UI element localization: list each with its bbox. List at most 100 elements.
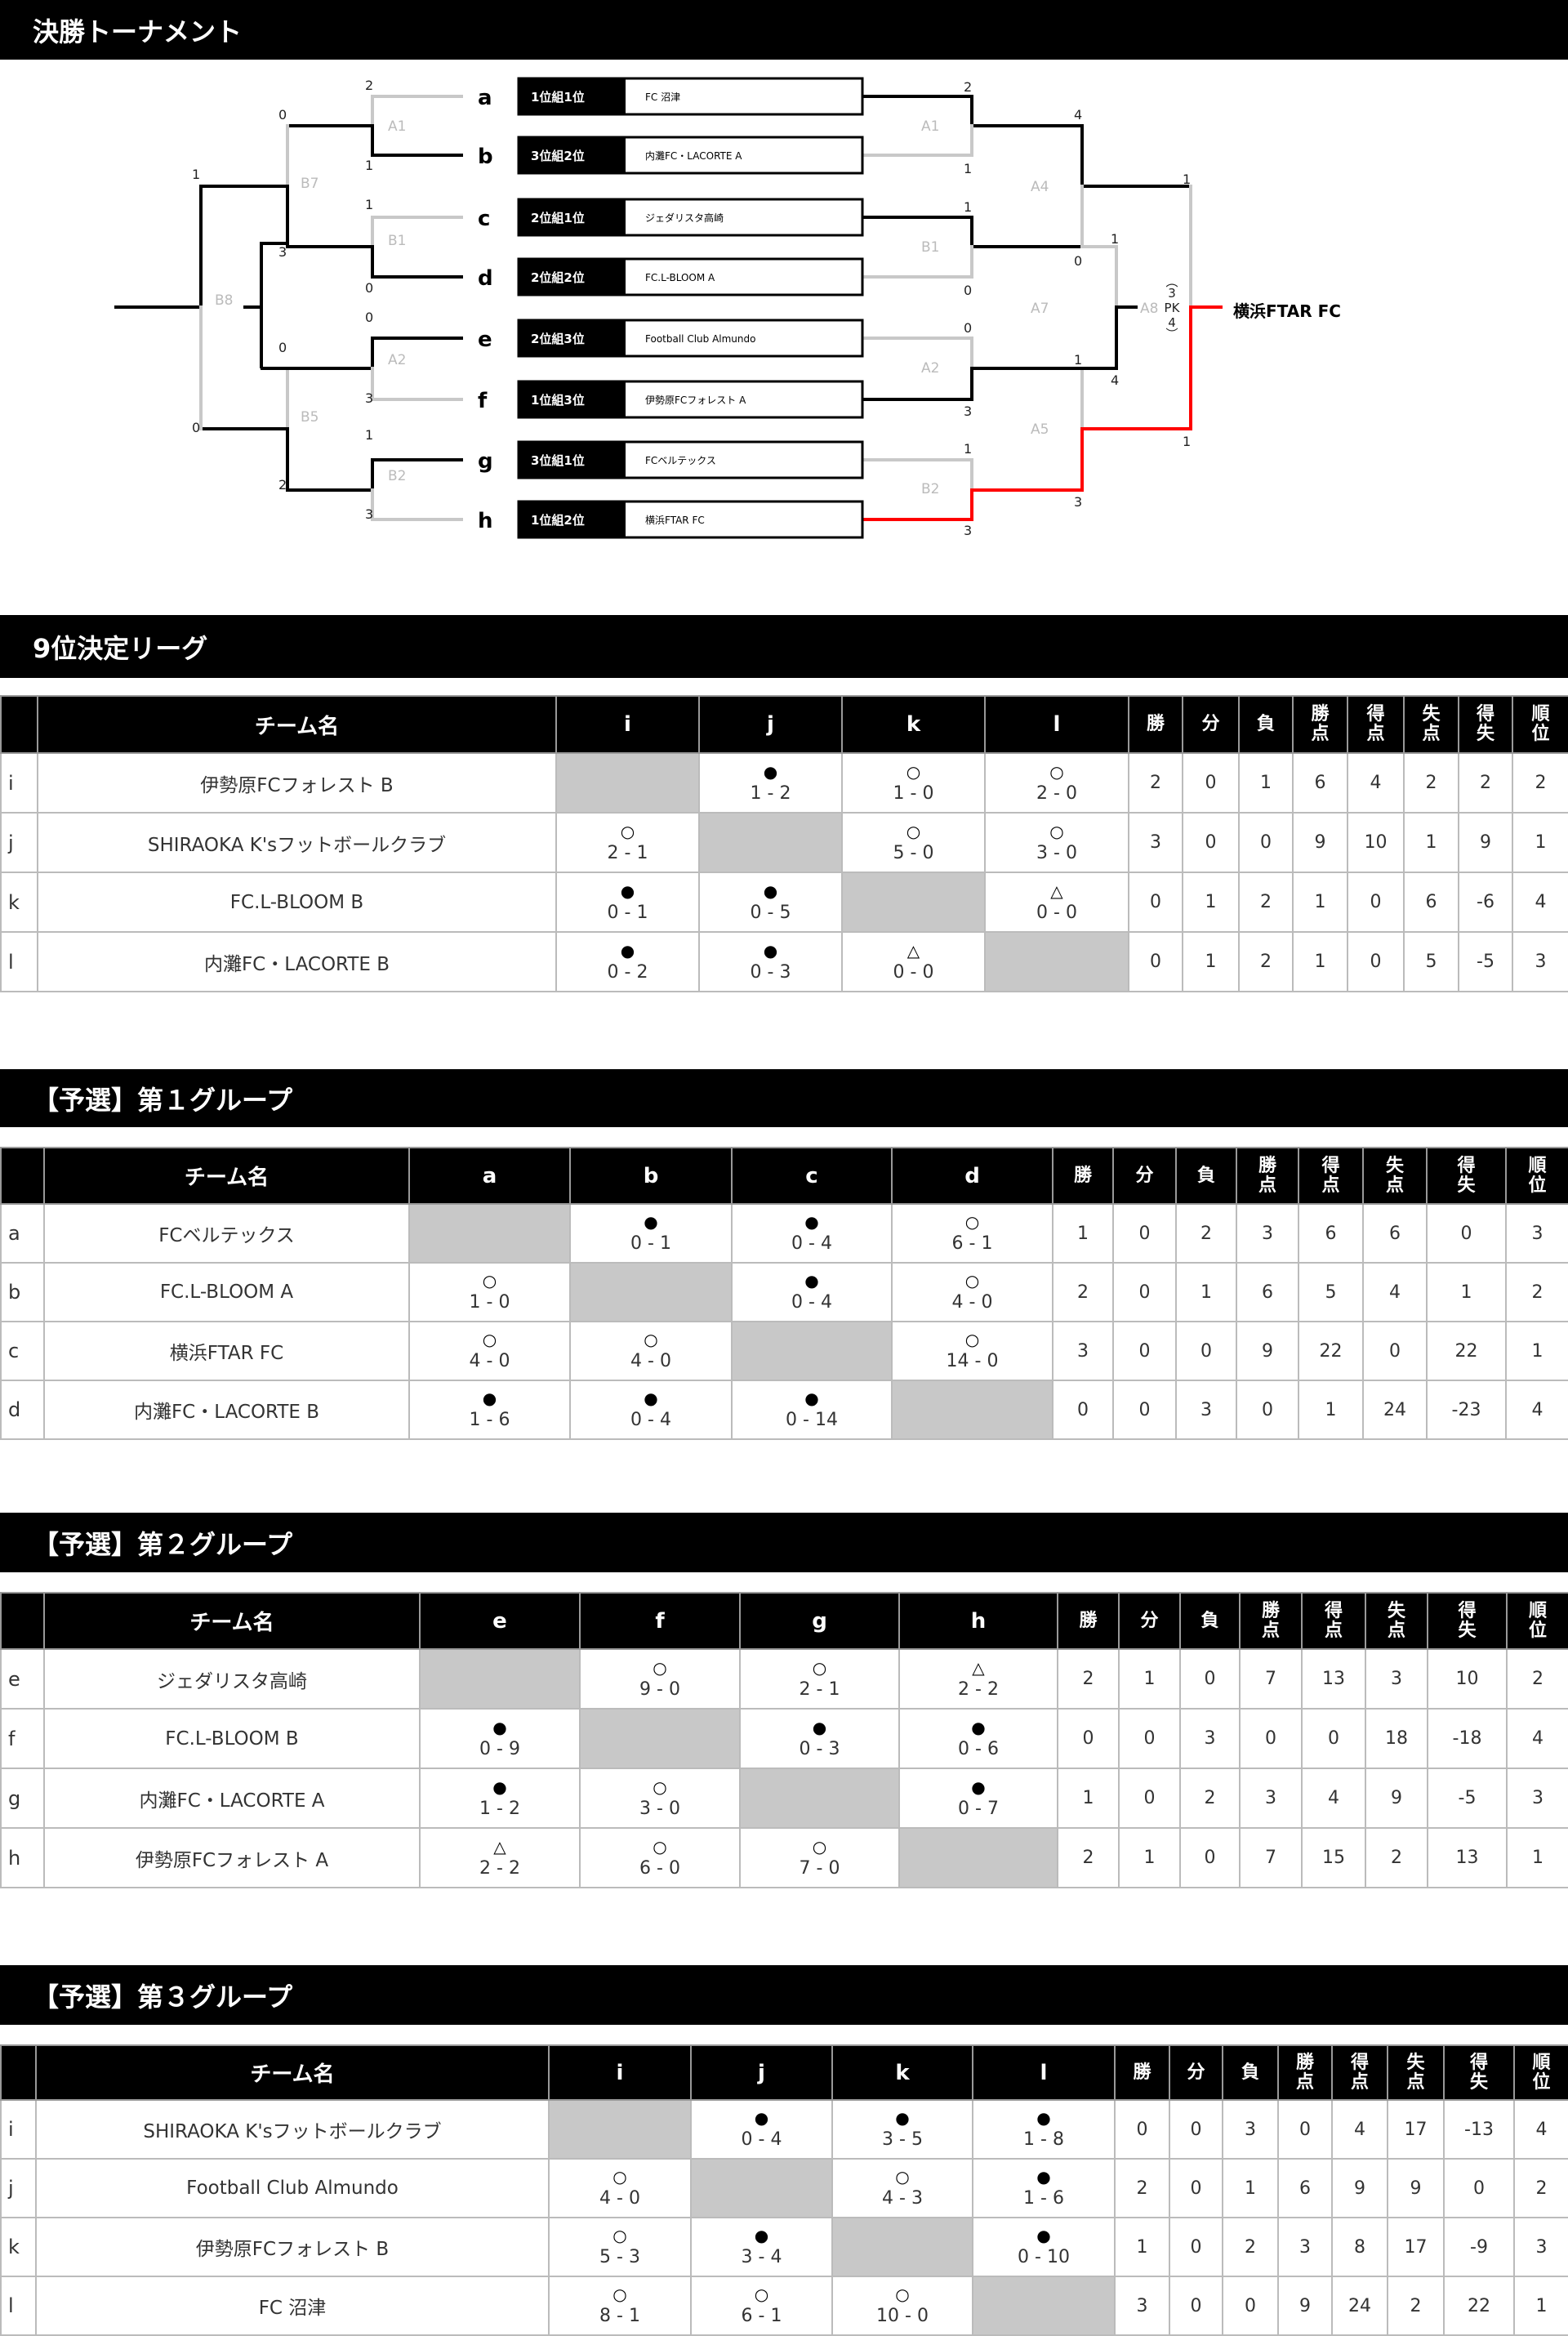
result-score: 1 - 6 xyxy=(1023,2188,1064,2209)
match-result-cell: ○2 - 0 xyxy=(984,752,1129,814)
stat-value: 2 xyxy=(1052,1262,1114,1322)
stat-header: 得点 xyxy=(1347,695,1405,754)
score-label: 1 xyxy=(365,158,373,173)
stat-value: 15 xyxy=(1301,1827,1366,1888)
stat-value: 0 xyxy=(1182,752,1240,814)
stat-value: 0 xyxy=(1118,1708,1181,1769)
stat-value: 1 xyxy=(1057,1768,1120,1829)
result-mark: ● xyxy=(492,1717,507,1737)
slot-e[interactable]: e 2位組3位 Football Club Almundo xyxy=(478,319,864,358)
team-name-header: チーム名 xyxy=(35,2044,550,2101)
match-result-cell: ●1 - 6 xyxy=(408,1380,571,1440)
match-result-cell: ●0 - 6 xyxy=(898,1708,1058,1769)
row-id: g xyxy=(0,1768,45,1829)
stat-value: 5 xyxy=(1298,1262,1364,1322)
stat-header: 失点 xyxy=(1362,1147,1428,1205)
match-result-cell: ●1 - 2 xyxy=(698,752,843,814)
match-result-cell: ●3 - 4 xyxy=(690,2217,833,2277)
result-mark: △ xyxy=(1050,880,1063,901)
stat-value: 2 xyxy=(1238,872,1294,933)
stat-value: 2 xyxy=(1458,752,1513,814)
stat-header-label: 勝 xyxy=(1133,2062,1152,2083)
match-result-cell: ○6 - 0 xyxy=(579,1827,741,1888)
result-score: 14 - 0 xyxy=(946,1351,999,1371)
stat-value: 0 xyxy=(1128,931,1183,992)
opponent-header: b xyxy=(569,1147,733,1205)
pk-open: ︵ xyxy=(1165,274,1178,289)
tournament-title: 決勝トーナメント xyxy=(33,16,243,47)
stat-header: 失点 xyxy=(1365,1592,1428,1650)
result-score: 1 - 8 xyxy=(1023,2129,1064,2150)
stat-value: 6 xyxy=(1236,1262,1299,1322)
slot-seed: 2位組3位 xyxy=(531,332,585,346)
row-id: i xyxy=(0,2099,37,2160)
result-mark: ● xyxy=(620,940,635,961)
stat-value: 10 xyxy=(1427,1648,1508,1710)
stat-value: 0 xyxy=(1222,2276,1279,2336)
stat-value: 22 xyxy=(1298,1321,1364,1381)
stat-value: 0 xyxy=(1169,2217,1223,2277)
stat-value: -5 xyxy=(1427,1768,1508,1829)
match-label: B2 xyxy=(388,468,406,484)
slot-team: Football Club Almundo xyxy=(645,333,755,345)
team-name: 内灘FC・LACORTE B xyxy=(43,1380,410,1440)
opponent-header: c xyxy=(731,1147,893,1205)
stat-header: 得失 xyxy=(1458,695,1513,754)
slot-seed: 2位組2位 xyxy=(531,270,585,285)
result-score: 9 - 0 xyxy=(639,1678,680,1700)
result-mark: ● xyxy=(482,1389,497,1408)
match-result-cell: ○14 - 0 xyxy=(891,1321,1054,1381)
stat-value: 2 xyxy=(1387,2276,1445,2336)
slot-letter: e xyxy=(478,328,492,352)
self-match-cell xyxy=(698,812,843,873)
result-score: 0 - 9 xyxy=(479,1738,520,1759)
right-round1-lines xyxy=(862,95,1084,521)
stat-header-label: 順位 xyxy=(1532,2052,1551,2093)
score-label: 0 xyxy=(964,320,972,336)
result-score: 2 - 2 xyxy=(958,1678,999,1700)
stat-value: 4 xyxy=(1506,1708,1568,1769)
slot-letter: c xyxy=(478,207,490,231)
stat-header-label: 失点 xyxy=(1406,2052,1425,2093)
match-label: B5 xyxy=(301,409,318,426)
stat-value: 0 xyxy=(1057,1708,1120,1769)
stat-value: 0 xyxy=(1169,2276,1223,2336)
stat-value: 24 xyxy=(1331,2276,1388,2336)
stat-value: 2 xyxy=(1238,931,1294,992)
score-label: 3 xyxy=(278,244,287,260)
stat-header: 分 xyxy=(1112,1147,1177,1205)
slot-team: FC 沼津 xyxy=(645,91,680,103)
result-score: 0 - 0 xyxy=(893,961,934,983)
stat-value: -9 xyxy=(1443,2217,1515,2277)
match-result-cell: ○6 - 1 xyxy=(891,1203,1054,1264)
result-score: 10 - 0 xyxy=(876,2306,929,2326)
stat-value: 0 xyxy=(1347,931,1405,992)
right-dotted-link-top xyxy=(1080,245,1118,309)
match-result-cell: ○2 - 1 xyxy=(739,1648,900,1710)
stat-value: 7 xyxy=(1239,1648,1303,1710)
score-label: 0 xyxy=(1074,253,1082,269)
stat-value: 0 xyxy=(1301,1708,1366,1769)
stat-value: 4 xyxy=(1362,1262,1428,1322)
match-result-cell: ○4 - 0 xyxy=(569,1321,733,1381)
stat-header-label: 得点 xyxy=(1321,1155,1340,1196)
self-match-cell xyxy=(548,2099,692,2160)
score-label: 1 xyxy=(1074,352,1082,368)
result-score: 4 - 0 xyxy=(469,1351,510,1371)
stat-value: 3 xyxy=(1052,1321,1114,1381)
stat-value: 2 xyxy=(1505,1262,1568,1322)
result-mark: ○ xyxy=(964,1212,980,1232)
stat-value: 0 xyxy=(1114,2099,1170,2160)
result-mark: ● xyxy=(644,1389,658,1408)
result-score: 0 - 1 xyxy=(607,902,648,923)
